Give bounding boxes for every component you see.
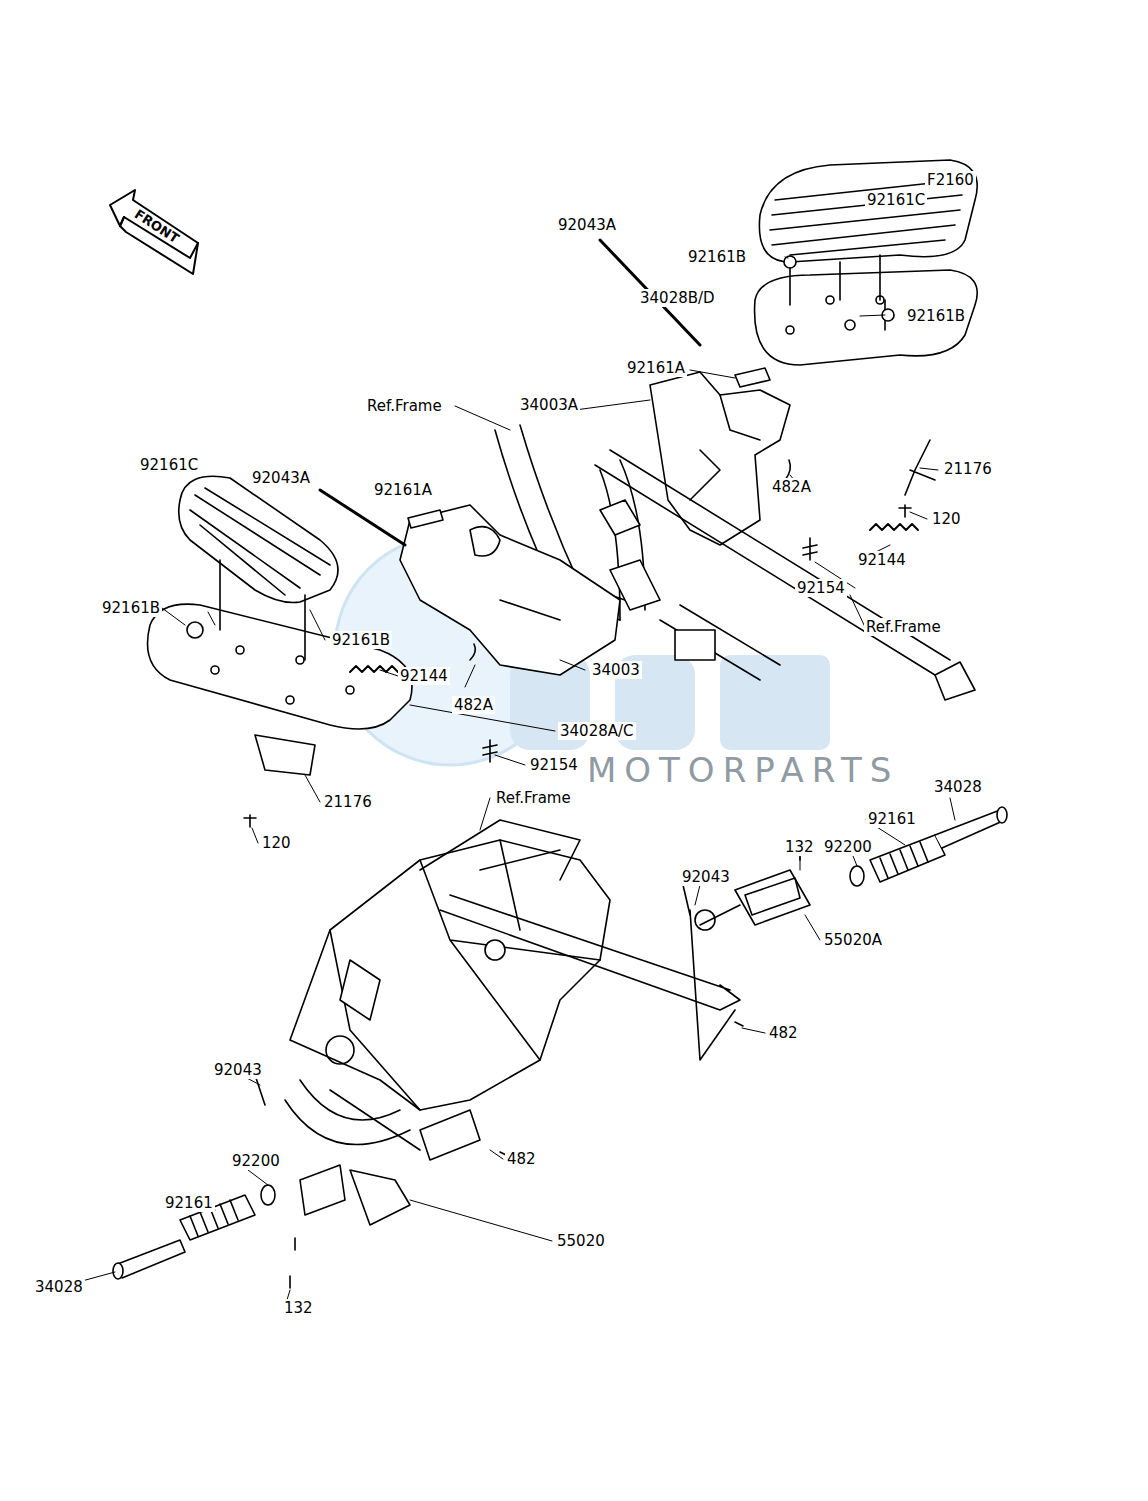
callout-number: 92161B — [100, 599, 162, 617]
callout-number: 120 — [930, 510, 963, 528]
callout-number: 92154 — [795, 579, 847, 597]
callout-number: 92161A — [625, 359, 687, 377]
footpeg — [113, 1075, 508, 1288]
callout-number: 92161 — [163, 1194, 215, 1212]
bolt — [803, 538, 817, 560]
callout-number: 482A — [452, 696, 495, 714]
callout-number: 92161C — [865, 191, 927, 209]
reference-label: Ref.Frame — [864, 618, 943, 636]
reference-label: Ref.Frame — [365, 397, 444, 415]
callout-number: 34003A — [518, 396, 580, 414]
rubber-pad — [735, 368, 770, 387]
callout-number: 132 — [282, 1299, 315, 1317]
watermark: MOTORPARTS — [585, 751, 901, 789]
callout-number: 55020 — [555, 1232, 607, 1250]
callout-number: 92144 — [398, 667, 450, 685]
callout-number: 34028 — [932, 778, 984, 796]
leader-line — [60, 257, 955, 1300]
callout-number: 92200 — [230, 1152, 282, 1170]
spring — [350, 666, 398, 672]
callout-number: 92144 — [856, 551, 908, 569]
callout-number: 92161 — [866, 810, 918, 828]
callout-number: 132 — [783, 838, 816, 856]
callout-number: 92161C — [138, 456, 200, 474]
clip — [785, 460, 790, 480]
callout-number: 92043 — [680, 868, 732, 886]
callout-number: 92043 — [212, 1061, 264, 1079]
callout-number: 92161A — [372, 481, 434, 499]
footpeg — [683, 807, 1007, 1026]
front-arrow — [110, 190, 198, 258]
callout-number: 21176 — [942, 460, 994, 478]
direction-label: FRONT — [129, 204, 184, 248]
bolt — [483, 740, 497, 762]
rubber-pad — [408, 510, 443, 528]
reference-label: Ref.Frame — [494, 789, 573, 807]
callout-number: 482 — [505, 1150, 538, 1168]
callout-number: 34028 — [33, 1278, 85, 1296]
callout-number: 482 — [767, 1024, 800, 1042]
footboard-pad — [759, 160, 977, 262]
callout-number: 34028B/D — [638, 289, 717, 307]
footboard-bracket — [400, 505, 620, 675]
callout-number: 92161B — [905, 307, 967, 325]
frame-lower — [285, 820, 740, 1160]
bracket-detail — [690, 395, 760, 500]
callout-number: 92043A — [250, 469, 312, 487]
footboard-bracket — [650, 372, 790, 545]
footboard-plate — [755, 255, 978, 365]
callout-number: 92161B — [686, 248, 748, 266]
figure-code: F2160 — [925, 171, 976, 189]
callout-number: 120 — [260, 834, 293, 852]
spring — [870, 524, 918, 530]
bracket-detail — [470, 527, 560, 620]
callout-number: 92161B — [330, 631, 392, 649]
bolt — [899, 505, 911, 517]
callout-number: 34003 — [590, 661, 642, 679]
footboard-pad — [179, 476, 338, 602]
callout-number: 92043A — [556, 216, 618, 234]
clip — [470, 644, 475, 660]
callout-number: 92200 — [822, 838, 874, 856]
callout-number: 34028A/C — [558, 722, 636, 740]
callout-number: 92154 — [528, 756, 580, 774]
callout-number: 21176 — [322, 793, 374, 811]
callout-number: 482A — [770, 478, 813, 496]
callout-number: 55020A — [822, 931, 884, 949]
footboard-plate — [148, 560, 413, 827]
